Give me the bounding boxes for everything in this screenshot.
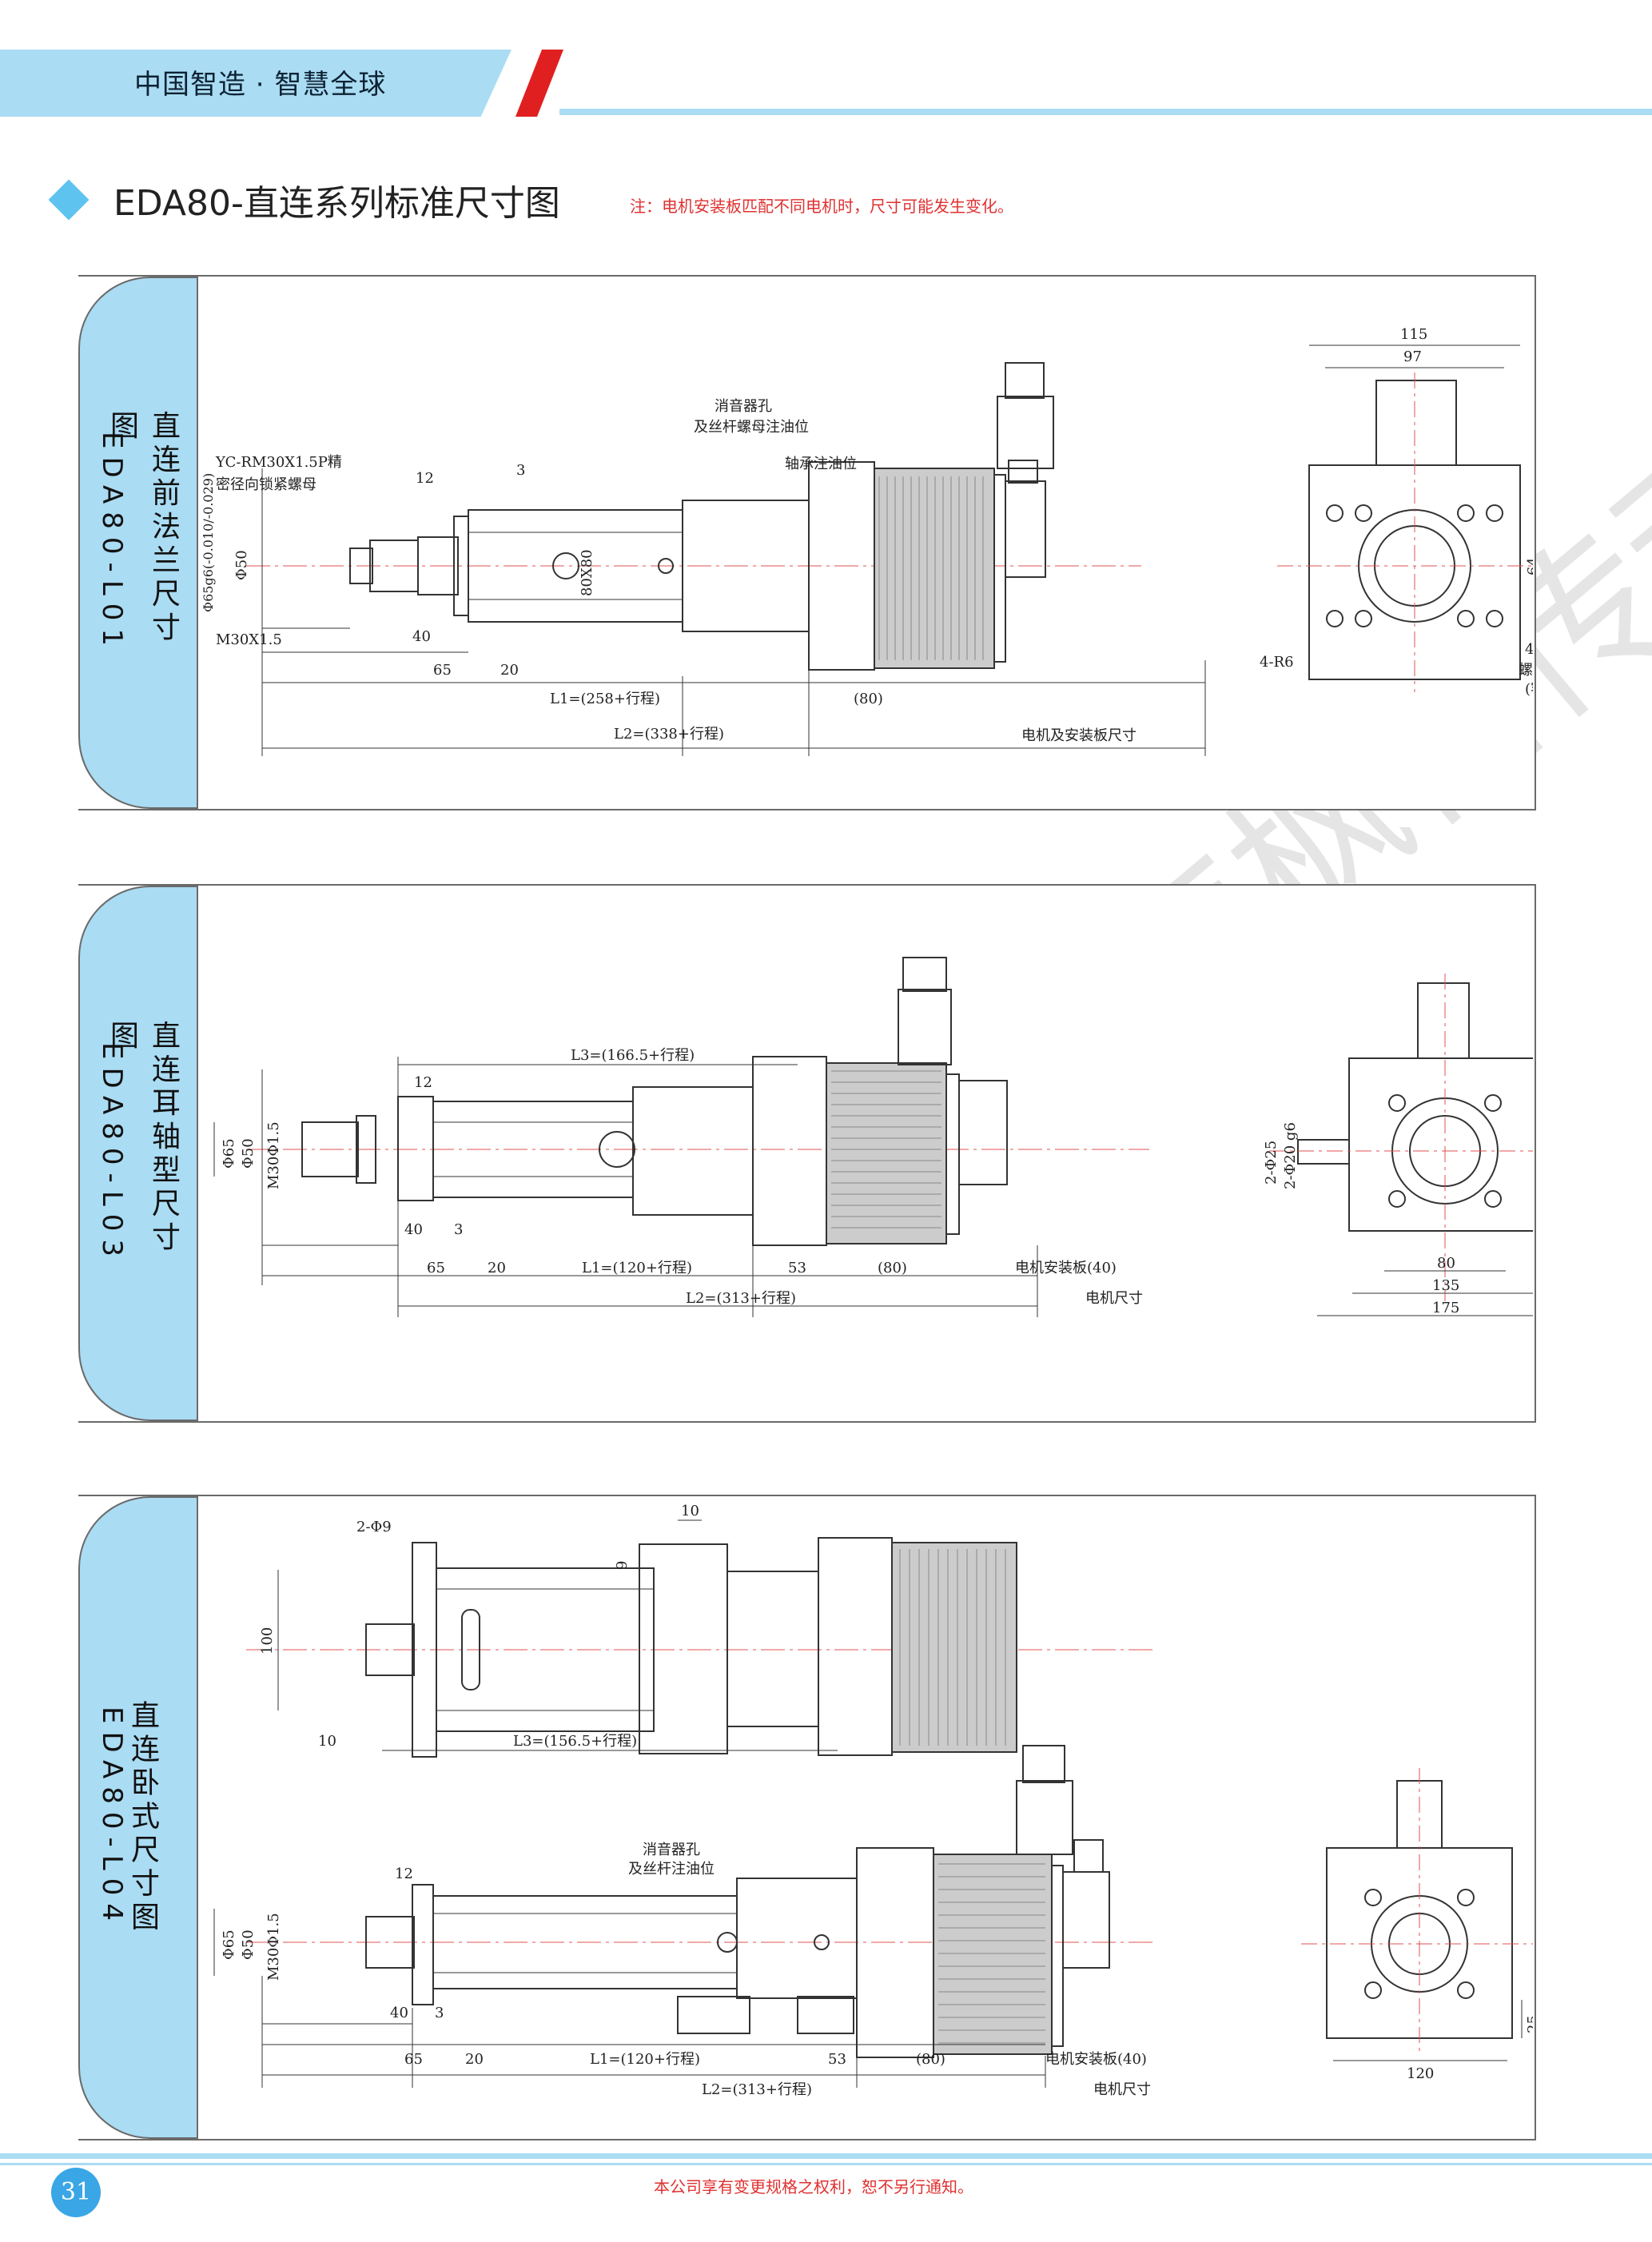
- pin-dia-2: 2-Φ20 g6: [1282, 1122, 1299, 1189]
- dim-3: 3: [435, 2005, 444, 2021]
- dim-40: 40: [412, 628, 431, 645]
- dim-l1: L1=(258+行程): [550, 691, 660, 707]
- dim-l2: L2=(313+行程): [702, 2081, 812, 2098]
- title-note: 注：电机安装板匹配不同电机时，尺寸可能发生变化。: [630, 197, 1013, 216]
- panel-side-tab: 直连前法兰尺寸图 EDA80-L01: [78, 277, 198, 809]
- nut-note-2: 密径向锁紧螺母: [216, 476, 316, 493]
- dim-65: 65: [427, 1260, 445, 1276]
- dim-d65: Φ65: [221, 1929, 237, 1960]
- panel-title-cn: 直连卧式尺寸图: [126, 1700, 159, 1935]
- dim-40: 40: [390, 2005, 408, 2021]
- silencer-label-2: 及丝杆螺母注油位: [694, 419, 809, 436]
- motor-plate-label: 电机安装板(40): [1045, 2051, 1147, 2068]
- footer-rule: [0, 2153, 1652, 2159]
- end-holes-note-1: 螺钉过孔贯穿: [1519, 662, 1533, 679]
- motor-size-label: 电机尺寸: [1093, 2081, 1151, 2098]
- panel-horizontal: 直连卧式尺寸图 EDA80-L04: [78, 1495, 1536, 2140]
- end-dim-25: 25: [1525, 2015, 1533, 2033]
- dim-d50: Φ50: [240, 1138, 257, 1169]
- header-slogan: 中国智造 · 智慧全球: [134, 69, 387, 101]
- end-dim-80: 80: [1437, 1255, 1455, 1272]
- panel-trunnion: 直连耳轴型尺寸图 EDA80-L03: [78, 884, 1536, 1423]
- end-dim-120: 120: [1407, 2065, 1434, 2082]
- dim-l2: L2=(313+行程): [686, 1290, 796, 1307]
- motor-plate-label: 电机安装板(40): [1015, 1260, 1117, 1276]
- header-rule: [559, 109, 1652, 115]
- dim-l3: L3=(156.5+行程): [513, 1733, 637, 1750]
- dim-3: 3: [516, 462, 525, 479]
- dim-80x80: 80X80: [579, 549, 595, 596]
- trunnion-drawing: L3=(166.5+行程) 12 Φ65 Φ50 M30Φ1.5 40 3 65…: [213, 957, 1533, 1317]
- dim-65: 65: [404, 2051, 423, 2068]
- dim-65: 65: [433, 662, 452, 679]
- motor-size-label: 电机及安装板尺寸: [1021, 727, 1136, 744]
- dim-20: 20: [465, 2051, 484, 2068]
- dim-l2: L2=(338+行程): [614, 726, 724, 743]
- dim-80-paren: (80): [878, 1260, 907, 1276]
- page-title: EDA80-直连系列标准尺寸图: [113, 183, 560, 224]
- bearing-label: 轴承注油位: [785, 456, 857, 472]
- panel-title-model: EDA80-L01: [96, 431, 128, 655]
- dim-l1: L1=(120+行程): [590, 2051, 700, 2068]
- panel-title-cn: 直连前法兰尺寸图: [105, 410, 180, 646]
- dim-d50: Φ50: [240, 1929, 257, 1960]
- dim-d65: Φ65g6(-0.010/-0.029): [201, 473, 216, 612]
- dim-80-paren: (80): [854, 691, 883, 707]
- pin-dia-1: 2-Φ25: [1263, 1141, 1280, 1185]
- dim-3: 3: [454, 1221, 463, 1238]
- end-dim-135: 135: [1432, 1277, 1459, 1294]
- dim-12: 12: [395, 1866, 413, 1882]
- dim-80-paren: (80): [916, 2051, 945, 2068]
- end-dim-97: 97: [1403, 348, 1422, 365]
- dim-40: 40: [404, 1221, 423, 1238]
- dim-10-top: 10: [681, 1503, 699, 1519]
- panel-title-model: EDA80-L04: [96, 1706, 128, 1929]
- panel-side-tab: 直连耳轴型尺寸图 EDA80-L03: [78, 886, 198, 1421]
- dim-m30: M30Φ1.5: [265, 1913, 282, 1981]
- header-red-stripe: [516, 50, 563, 117]
- dim-100: 100: [259, 1627, 276, 1655]
- dim-d50: Φ50: [233, 550, 250, 580]
- dim-m30: M30Φ1.5: [265, 1121, 282, 1189]
- silencer-label-2: 及丝杆注油位: [628, 1861, 715, 1878]
- dim-9: 9: [614, 1561, 631, 1570]
- dim-m30: M30X1.5: [216, 631, 282, 648]
- dim-10-left: 10: [318, 1733, 336, 1750]
- end-holes: 4-Φ9: [1525, 641, 1533, 658]
- dim-12: 12: [414, 1074, 432, 1091]
- dim-20: 20: [488, 1260, 506, 1276]
- dim-20: 20: [500, 662, 519, 679]
- header-band: [0, 50, 512, 117]
- end-dim-175: 175: [1432, 1300, 1459, 1316]
- footer-rule-thin: [0, 2163, 1652, 2165]
- page-number: 31: [51, 2168, 101, 2217]
- panel-front-flange: 直连前法兰尺寸图 EDA80-L01: [78, 275, 1536, 810]
- front-flange-drawing: YC-RM30X1.5P精 密径向锁紧螺母 12 3 消音器孔 及丝杆螺母注油位…: [201, 326, 1533, 756]
- footer-note: 本公司享有变更规格之权利，恕不另行通知。: [654, 2177, 973, 2196]
- end-dim-115: 115: [1400, 326, 1427, 343]
- title-diamond-icon: [48, 179, 90, 221]
- dim-12: 12: [416, 470, 434, 487]
- motor-size-label: 电机尺寸: [1085, 1290, 1143, 1307]
- silencer-label-1: 消音器孔: [715, 398, 772, 415]
- panel-title-model: EDA80-L03: [96, 1041, 128, 1265]
- dim-d65: Φ65: [221, 1138, 237, 1169]
- end-corner-radius: 4-R6: [1260, 654, 1294, 671]
- silencer-label-1: 消音器孔: [643, 1842, 700, 1858]
- mount-holes: 2-Φ9: [356, 1519, 392, 1535]
- panel-side-tab: 直连卧式尺寸图 EDA80-L04: [78, 1496, 198, 2139]
- end-holes-note-2: (客户安装用): [1525, 681, 1533, 698]
- horizontal-drawing: 2-Φ9 10 9 100 10 L3=(156.5+行程) 消音器孔 及丝杆注…: [213, 1503, 1533, 2098]
- dim-l1: L1=(120+行程): [582, 1260, 692, 1276]
- end-dim-64: 64: [1525, 557, 1533, 575]
- dim-l3: L3=(166.5+行程): [571, 1047, 695, 1064]
- dim-53: 53: [788, 1260, 806, 1276]
- dim-53: 53: [828, 2051, 846, 2068]
- panel-title-cn: 直连耳轴型尺寸图: [105, 1020, 180, 1256]
- nut-note-1: YC-RM30X1.5P精: [215, 454, 342, 471]
